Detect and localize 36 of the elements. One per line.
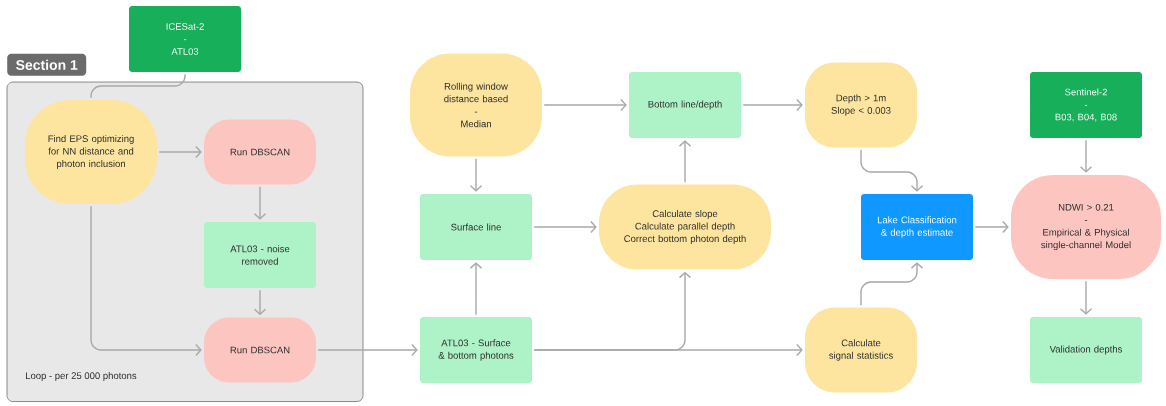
rounded-process-box: Calculate slope Calculate parallel depth Correct bottom photon depth <box>599 184 771 270</box>
arrow <box>469 158 483 192</box>
connector-line <box>90 73 186 99</box>
arrow <box>860 149 924 192</box>
source-box: Sentinel-2 - B03, B04, B08 <box>1030 72 1142 138</box>
process-box: ATL03 - noise removed <box>204 222 316 288</box>
arrow <box>317 343 418 357</box>
arrow <box>469 262 483 316</box>
process-box: Bottom line/depth <box>629 72 741 138</box>
arrow <box>90 205 202 357</box>
process-box: ATL03 - Surface & bottom photons <box>420 317 532 383</box>
process-box: Validation depths <box>1030 317 1142 383</box>
arrow <box>158 145 202 159</box>
arrow <box>1079 280 1093 315</box>
rounded-process-box: NDWI > 0.21 - Empirical & Physical single-channel Model <box>1011 175 1161 279</box>
rounded-process-box: Run DBSCAN <box>204 317 316 383</box>
arrow <box>860 262 924 306</box>
rounded-process-box: Run DBSCAN <box>204 119 316 185</box>
rounded-process-box: Depth > 1m Slope < 0.003 <box>805 62 917 148</box>
note-text: Loop - per 25 000 photons <box>26 372 137 381</box>
source-box: ICESat-2 - ATL03 <box>129 6 241 72</box>
arrow <box>253 186 267 220</box>
process-box: Lake Classification & depth estimate <box>861 194 973 260</box>
arrow <box>974 220 1009 234</box>
arrow <box>742 98 803 112</box>
process-box: Surface line <box>420 194 532 260</box>
arrow <box>678 140 692 183</box>
rounded-process-box: Find EPS optimizing for NN distance and photon inclusion <box>25 100 157 204</box>
arrow <box>533 343 803 357</box>
arrow <box>1079 139 1093 173</box>
section-tag: Section 1 <box>7 53 87 76</box>
arrow <box>253 289 267 316</box>
rounded-process-box: Rolling window distance based - Median <box>410 53 542 157</box>
arrow <box>533 220 597 234</box>
arrow <box>543 98 627 112</box>
rounded-process-box: Calculate signal statistics <box>805 307 917 393</box>
